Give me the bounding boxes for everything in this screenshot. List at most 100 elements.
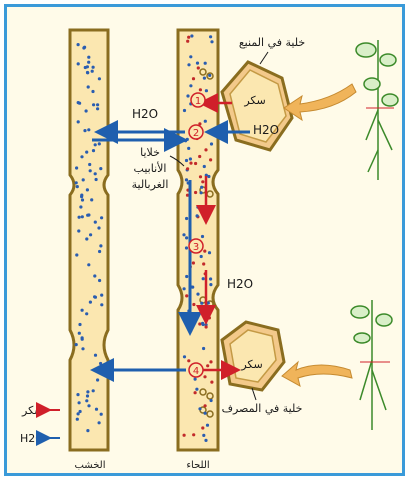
sink-cell: سكر: [222, 322, 284, 390]
particle-dot: [87, 263, 90, 266]
particle-dot: [189, 55, 192, 58]
particle-dot: [81, 309, 84, 312]
particle-dot: [99, 362, 102, 365]
particle-dot: [85, 151, 88, 154]
particle-dot: [187, 359, 190, 362]
particle-dot: [201, 426, 204, 429]
particle-dot: [95, 178, 98, 181]
particle-dot: [198, 155, 201, 158]
particle-dot: [186, 40, 189, 43]
particle-dot: [189, 162, 192, 165]
particle-dot: [198, 407, 201, 410]
legend-sugar: سكر: [21, 404, 60, 417]
particle-dot: [86, 429, 89, 432]
particle-dot: [187, 63, 190, 66]
particle-dot: [77, 101, 80, 104]
particle-dot: [98, 77, 101, 80]
particle-dot: [91, 90, 94, 93]
particle-dot: [203, 165, 206, 168]
particle-dot: [76, 393, 79, 396]
particle-dot: [194, 378, 197, 381]
sink-sugar-label: سكر: [240, 358, 262, 371]
particle-dot: [199, 88, 202, 91]
particle-dot: [192, 303, 195, 306]
particle-dot: [100, 294, 103, 297]
particle-dot: [100, 413, 103, 416]
xylem-tube: [70, 30, 108, 450]
particle-dot: [96, 103, 99, 106]
particle-dot: [86, 394, 89, 397]
particle-dot: [79, 410, 82, 413]
particle-dot: [83, 46, 86, 49]
particle-dot: [202, 347, 205, 350]
particle-dot: [189, 157, 192, 160]
water-label-mid: H2O: [227, 277, 253, 291]
particle-dot: [204, 120, 207, 123]
particle-dot: [204, 62, 207, 65]
particle-dot: [98, 142, 101, 145]
particle-dot: [81, 347, 84, 350]
particle-dot: [94, 221, 97, 224]
particle-dot: [94, 143, 97, 146]
particle-dot: [92, 389, 95, 392]
particle-dot: [205, 325, 208, 328]
particle-dot: [81, 336, 84, 339]
plant-source-illustration: [356, 40, 398, 180]
particle-dot: [93, 295, 96, 298]
particle-dot: [96, 378, 99, 381]
particle-dot: [86, 390, 89, 393]
particle-dot: [185, 294, 188, 297]
step-1-marker: 1: [191, 93, 205, 107]
particle-dot: [97, 226, 100, 229]
step-2-number: 2: [193, 128, 199, 139]
particle-dot: [77, 43, 80, 46]
particle-dot: [76, 418, 79, 421]
particle-dot: [209, 158, 212, 161]
particle-dot: [78, 401, 81, 404]
particle-dot: [208, 316, 211, 319]
particle-dot: [95, 408, 98, 411]
particle-dot: [187, 36, 190, 39]
particle-dot: [75, 166, 78, 169]
particle-dot: [89, 301, 92, 304]
particle-dot: [185, 217, 188, 220]
particle-dot: [92, 149, 95, 152]
particle-dot: [91, 70, 94, 73]
particle-dot: [100, 216, 103, 219]
particle-dot: [94, 354, 97, 357]
particle-dot: [88, 163, 91, 166]
particle-dot: [201, 322, 204, 325]
water-label-source: H2O: [253, 123, 279, 137]
particle-dot: [77, 120, 80, 123]
xylem-label: الخشب: [74, 460, 105, 471]
particle-dot: [183, 434, 186, 437]
particle-dot: [98, 279, 101, 282]
particle-dot: [86, 65, 89, 68]
particle-dot: [87, 404, 90, 407]
particle-dot: [194, 391, 197, 394]
particle-dot: [192, 261, 195, 264]
particle-dot: [77, 229, 80, 232]
particle-dot: [200, 186, 203, 189]
particle-dot: [200, 302, 203, 305]
particle-dot: [196, 214, 199, 217]
particle-dot: [87, 85, 90, 88]
particle-dot: [86, 188, 89, 191]
particle-dot: [196, 62, 199, 65]
particle-dot: [81, 198, 84, 201]
particle-dot: [183, 287, 186, 290]
particle-dot: [197, 66, 200, 69]
particle-dot: [186, 167, 189, 170]
particle-dot: [93, 274, 96, 277]
legend-water-label: H2O: [20, 432, 44, 445]
particle-dot: [75, 343, 78, 346]
particle-dot: [205, 89, 208, 92]
particle-dot: [185, 246, 188, 249]
particle-dot: [85, 109, 88, 112]
particle-dot: [185, 178, 188, 181]
source-inflow-arrow: [284, 84, 356, 120]
particle-dot: [209, 283, 212, 286]
particle-dot: [96, 107, 99, 110]
particle-dot: [98, 421, 101, 424]
